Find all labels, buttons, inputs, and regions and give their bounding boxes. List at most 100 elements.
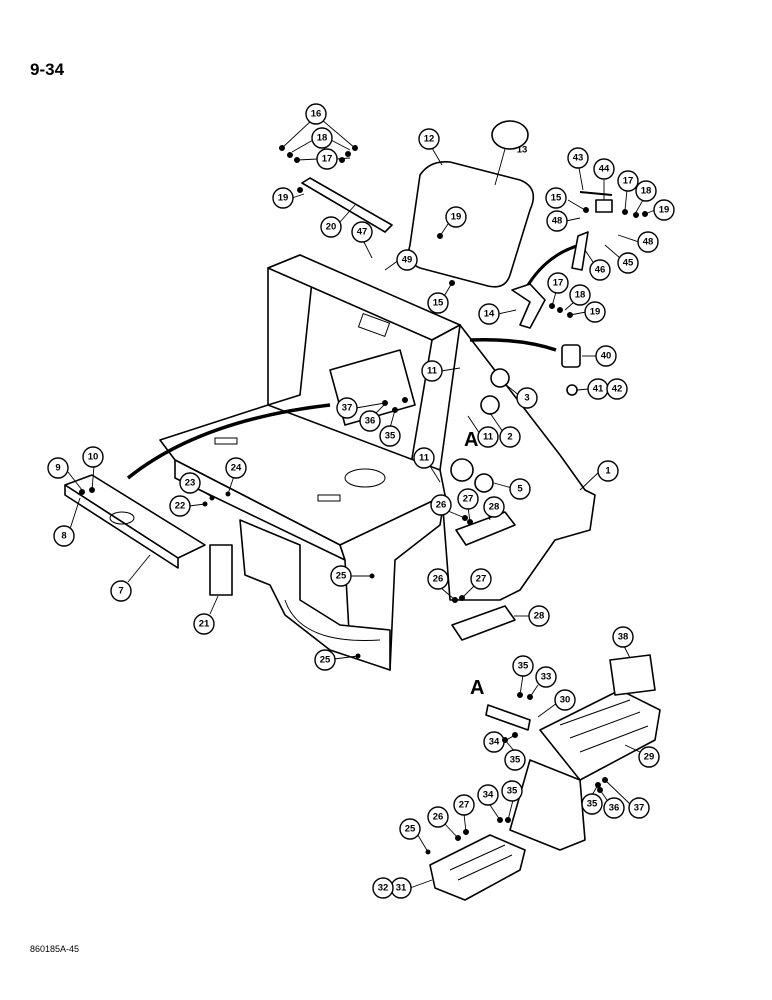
frame-under-structure — [239, 519, 391, 671]
callout-35-a: 35 — [512, 655, 534, 696]
floor-plate-edge — [64, 484, 179, 569]
callout-18-c: 18 — [564, 284, 591, 311]
callout-balloons: 1 2 3 5 7 8 9 10 11 11 11 12 13 14 15 15… — [47, 103, 675, 899]
svg-text:38: 38 — [618, 632, 629, 643]
svg-text:32: 32 — [378, 883, 389, 894]
deck-plate-7 — [64, 474, 206, 569]
svg-text:11: 11 — [483, 432, 494, 443]
detail-leader — [494, 148, 506, 186]
svg-text:43: 43 — [573, 153, 584, 164]
svg-text:21: 21 — [199, 619, 210, 630]
svg-text:34: 34 — [483, 790, 494, 801]
svg-text:30: 30 — [560, 695, 571, 706]
callout-45: 45 — [604, 244, 639, 274]
callout-33: 33 — [529, 666, 557, 698]
callout-3: 3 — [504, 383, 538, 409]
callout-26-a: 26 — [430, 494, 466, 519]
padlock — [561, 344, 581, 368]
svg-text:14: 14 — [484, 309, 495, 320]
callout-19-a: 19 — [272, 187, 305, 209]
svg-text:16: 16 — [311, 109, 322, 120]
svg-text:26: 26 — [436, 500, 447, 511]
bushing-3 — [490, 368, 510, 388]
deck-cutout — [344, 468, 386, 488]
callout-21: 21 — [193, 595, 219, 635]
callout-27-c: 27 — [453, 794, 475, 833]
step-assembly — [509, 654, 661, 851]
svg-text:11: 11 — [427, 366, 438, 377]
svg-text:36: 36 — [609, 803, 620, 814]
svg-text:37: 37 — [342, 403, 353, 414]
tread-line-2 — [569, 711, 641, 739]
svg-text:2: 2 — [507, 432, 512, 443]
svg-text:27: 27 — [476, 574, 487, 585]
latch-arm — [571, 231, 589, 271]
callout-11-a: 11 — [421, 360, 461, 382]
callout-11-c: 11 — [413, 447, 441, 483]
callout-35-b: 35 — [504, 739, 526, 771]
tread-line-3 — [579, 725, 649, 753]
svg-text:26: 26 — [433, 574, 444, 585]
callout-12: 12 — [418, 128, 443, 166]
callout-11-b: 11 — [467, 415, 499, 448]
callout-48-a: 48 — [546, 210, 581, 232]
svg-text:35: 35 — [385, 431, 396, 442]
svg-text:49: 49 — [402, 255, 413, 266]
svg-text:15: 15 — [551, 193, 562, 204]
crossbar-slot — [357, 312, 391, 338]
assembly-arrow-right — [469, 337, 557, 352]
svg-text:28: 28 — [489, 502, 500, 513]
svg-text:22: 22 — [175, 501, 186, 512]
callout-15-b: 15 — [545, 187, 586, 211]
callout-46: 46 — [584, 249, 611, 281]
callout-15-a: 15 — [427, 282, 453, 314]
callout-17-b: 17 — [617, 170, 639, 211]
frame-arch-line — [284, 599, 381, 641]
deck-slot-2 — [214, 437, 238, 445]
callout-18-b: 18 — [634, 180, 657, 215]
svg-text:46: 46 — [595, 265, 606, 276]
hardware-dots — [79, 145, 648, 855]
svg-text:13: 13 — [517, 145, 528, 156]
bushing-2 — [480, 395, 500, 415]
frame-assembly — [159, 254, 596, 671]
callout-25-a: 25 — [330, 565, 372, 587]
svg-text:48: 48 — [643, 237, 654, 248]
callout-32: 32 — [372, 877, 394, 899]
callout-23: 23 — [179, 472, 213, 498]
step-pad-upper — [455, 511, 516, 546]
callout-31: 31 — [390, 877, 433, 899]
callout-22: 22 — [169, 495, 206, 517]
svg-text:45: 45 — [623, 258, 634, 269]
svg-text:19: 19 — [278, 193, 289, 204]
callout-13: 13 — [517, 145, 528, 156]
svg-text:36: 36 — [365, 416, 376, 427]
svg-text:28: 28 — [534, 611, 545, 622]
callout-29: 29 — [624, 744, 660, 768]
svg-text:27: 27 — [459, 800, 470, 811]
svg-text:7: 7 — [118, 586, 123, 597]
svg-text:34: 34 — [489, 737, 500, 748]
callout-17-a: 17 — [296, 148, 351, 170]
svg-text:18: 18 — [317, 133, 328, 144]
latch-bracket — [511, 283, 546, 329]
svg-text:3: 3 — [524, 393, 529, 404]
hinge-44 — [595, 199, 613, 213]
callout-20: 20 — [320, 204, 356, 238]
callout-26-b: 26 — [427, 568, 456, 601]
callout-2: 2 — [489, 412, 521, 448]
svg-text:33: 33 — [541, 672, 552, 683]
svg-text:18: 18 — [641, 186, 652, 197]
svg-text:9: 9 — [55, 463, 60, 474]
callout-38: 38 — [612, 626, 634, 659]
bushings — [450, 368, 510, 493]
key — [566, 384, 578, 396]
svg-text:19: 19 — [451, 212, 462, 223]
view-letter-detail: A — [470, 677, 484, 699]
svg-text:29: 29 — [644, 752, 655, 763]
callout-35-e: 35 — [379, 409, 401, 447]
callout-10: 10 — [82, 446, 104, 491]
callout-7: 7 — [110, 554, 151, 602]
svg-text:48: 48 — [552, 216, 563, 227]
window-glass — [407, 160, 535, 288]
